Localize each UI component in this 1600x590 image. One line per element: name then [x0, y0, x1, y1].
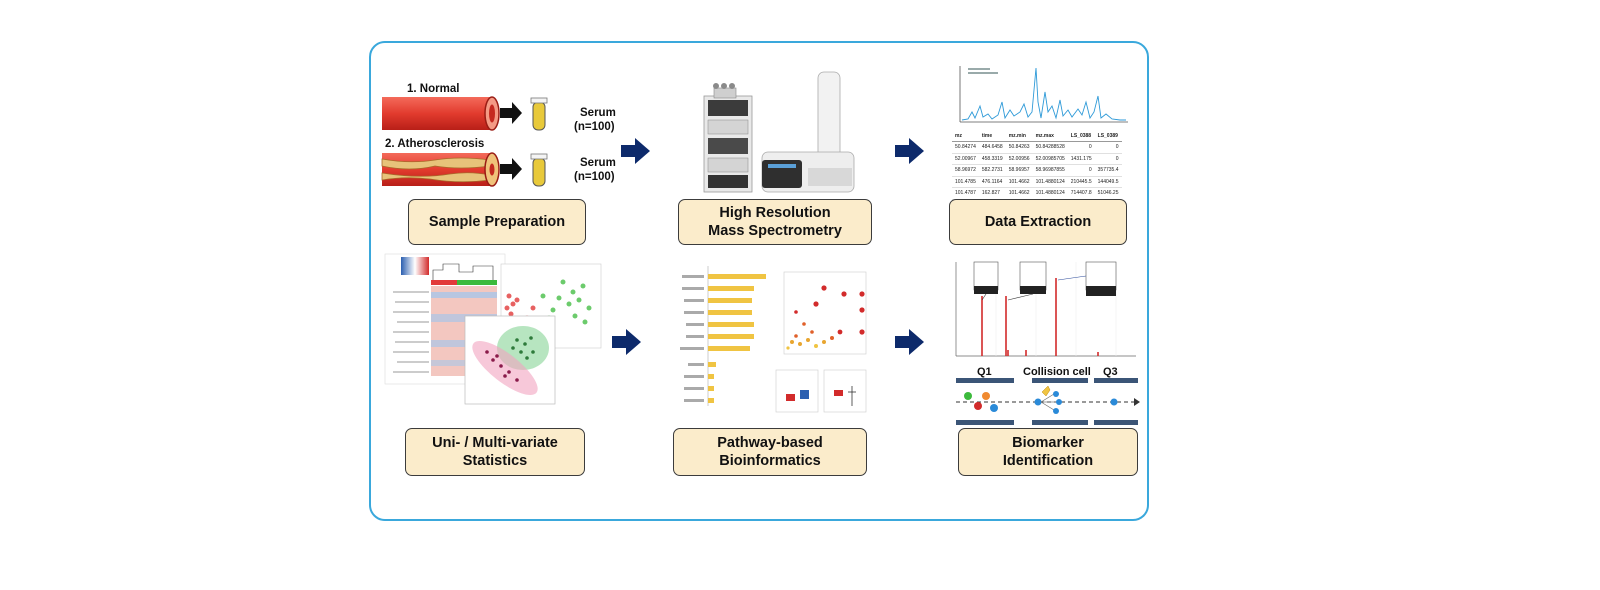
- biomarker-plots-image: [955, 261, 1140, 425]
- data-extraction-table: mz time mz.min mz.max LS_0388 LS_0389 50…: [952, 131, 1122, 200]
- step-label-line1: Uni- / Multi-variate: [432, 435, 558, 451]
- pathway-plots-image: [680, 266, 867, 413]
- step-pathway-bioinformatics: Pathway-based Bioinformatics: [673, 428, 867, 476]
- step-label-line1: Biomarker: [1012, 435, 1084, 451]
- step-label-line1: High Resolution: [719, 205, 831, 221]
- step-high-resolution-ms: High Resolution Mass Spectrometry: [678, 199, 872, 245]
- table-cell: 51046.25: [1094, 187, 1122, 200]
- table-cell: 162.827: [978, 187, 1006, 200]
- table-cell: 101.4662: [1005, 187, 1033, 200]
- qqq-q1-label: Q1: [977, 366, 992, 378]
- table-cell: 0: [1094, 141, 1122, 154]
- step-label: Sample Preparation: [428, 214, 566, 230]
- table-header: mz.min: [1005, 131, 1033, 142]
- table-cell: 0: [1067, 164, 1095, 177]
- table-row: 101.4785 476.1164 101.4662 101.4880124 2…: [952, 176, 1122, 188]
- step-data-extraction: Data Extraction: [949, 199, 1127, 245]
- normal-vessel: [382, 97, 492, 130]
- table-row: 50.84274 484.6458 50.84263 50.84288528 0…: [952, 141, 1122, 154]
- group-atherosclerosis-label: 2. Atherosclerosis: [385, 138, 485, 150]
- serum-1-label: Serum: [580, 107, 616, 119]
- table-cell: 58.96957: [1005, 164, 1033, 177]
- step-label-line2: Bioinformatics: [719, 453, 821, 469]
- step-label: Data Extraction: [984, 214, 1092, 230]
- table-header: mz.max: [1032, 131, 1068, 142]
- statistics-plots-image: [384, 253, 602, 405]
- vessel-graphics: [381, 96, 548, 187]
- table-cell: 0: [1094, 153, 1122, 165]
- table-cell: 210445.5: [1067, 176, 1095, 188]
- step-label-line2: Identification: [1002, 453, 1094, 469]
- table-header-row: mz time mz.min mz.max LS_0388 LS_0389: [952, 131, 1122, 142]
- step-sample-preparation: Sample Preparation: [408, 199, 586, 245]
- table-cell: 714407.8: [1067, 187, 1095, 200]
- table-cell: 101.4880124: [1032, 176, 1068, 188]
- table-cell: 484.6458: [978, 141, 1006, 154]
- flow-arrow-right-icon: [612, 329, 641, 355]
- serum-2-label: Serum: [580, 157, 616, 169]
- table-cell: 458.3319: [978, 153, 1006, 165]
- step-label-line2: Statistics: [462, 453, 528, 469]
- table-header: LS_0389: [1094, 131, 1122, 142]
- step-label-line1: Pathway-based: [717, 435, 823, 451]
- table-cell: 357735.4: [1094, 164, 1122, 177]
- table-cell: 101.4662: [1005, 176, 1033, 188]
- qqq-collision-cell-label: Collision cell: [1023, 366, 1091, 378]
- table-cell: 0: [1067, 141, 1095, 154]
- flow-arrow-right-icon: [895, 138, 924, 164]
- serum-1-count: (n=100): [574, 121, 615, 133]
- serum-2-count: (n=100): [574, 171, 615, 183]
- table-cell: 144049.5: [1094, 176, 1122, 188]
- table-cell: 52.00985705: [1032, 153, 1068, 165]
- table-cell: 1431.175: [1067, 153, 1095, 165]
- step-biomarker-identification: Biomarker Identification: [958, 428, 1138, 476]
- table-row: 101.4787 162.827 101.4662 101.4880124 71…: [952, 187, 1122, 200]
- table-cell: 582.2731: [978, 164, 1006, 177]
- table-cell: 50.84274: [952, 141, 979, 154]
- flow-arrow-right-icon: [621, 138, 650, 164]
- serum-tube-2-icon: [530, 153, 548, 187]
- table-cell: 58.96972: [952, 164, 979, 177]
- table-cell: 52.00967: [952, 153, 979, 165]
- arrow-to-serum-2-icon: [500, 158, 522, 180]
- group-normal-label: 1. Normal: [407, 83, 460, 95]
- table-cell: 50.84288528: [1032, 141, 1068, 154]
- table-cell: 52.00956: [1005, 153, 1033, 165]
- chromatogram-plot: [959, 66, 1128, 123]
- table-cell: 50.84263: [1005, 141, 1033, 154]
- arrow-to-serum-1-icon: [500, 102, 522, 124]
- table-row: 58.96972 582.2731 58.96957 58.96987855 0…: [952, 164, 1122, 177]
- table-cell: 101.4787: [952, 187, 979, 200]
- flow-arrow-right-icon: [895, 329, 924, 355]
- table-cell: 58.96987855: [1032, 164, 1068, 177]
- table-row: 52.00967 458.3319 52.00956 52.00985705 1…: [952, 153, 1122, 165]
- mass-spectrometer-image: [703, 71, 855, 193]
- table-header: LS_0388: [1067, 131, 1095, 142]
- table-cell: 101.4785: [952, 176, 979, 188]
- step-label-line2: Mass Spectrometry: [708, 223, 842, 239]
- serum-tube-1-icon: [530, 97, 548, 131]
- table-cell: 476.1164: [978, 176, 1006, 188]
- qqq-q3-label: Q3: [1103, 366, 1118, 378]
- sample-prep-illustration: 1. Normal 2. Atherosclerosis Serum (n: [380, 80, 640, 190]
- table-header: mz: [952, 131, 979, 142]
- table-header: time: [978, 131, 1006, 142]
- table-cell: 101.4880124: [1032, 187, 1068, 200]
- step-statistics: Uni- / Multi-variate Statistics: [405, 428, 585, 476]
